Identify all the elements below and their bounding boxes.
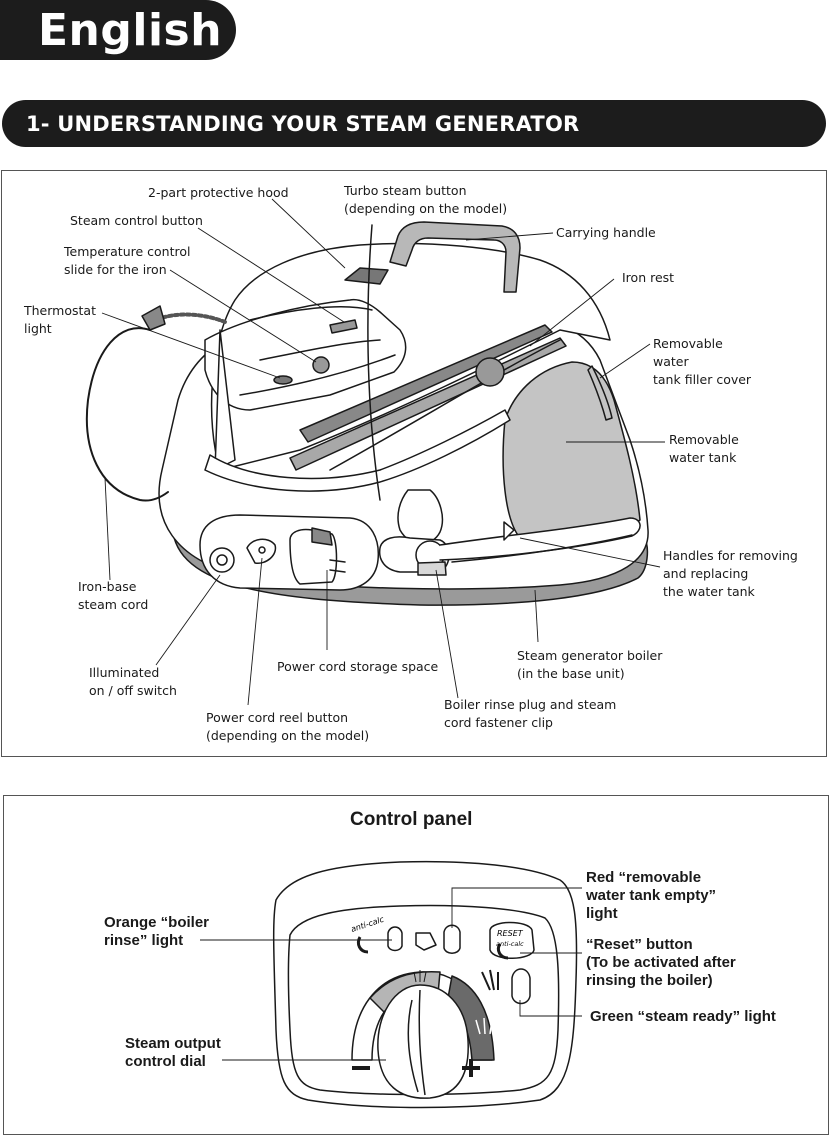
label-water-tank: Removable water tank — [669, 431, 739, 467]
steam-generator-diagram-frame — [1, 170, 827, 757]
label-carrying-handle: Carrying handle — [556, 225, 656, 240]
label-steam-control: Steam control button — [70, 213, 203, 228]
anti-calc-mark-right: anti-calc — [496, 940, 524, 948]
label-dial: Steam output control dial — [125, 1035, 221, 1071]
label-dial-line1: Steam output — [125, 1035, 221, 1052]
label-cord-reel-line1: Power cord reel button — [206, 710, 349, 725]
label-turbo-steam-line2: (depending on the model) — [344, 201, 508, 216]
label-reset-line3: rinsing the boiler) — [586, 972, 713, 989]
label-cord-storage: Power cord storage space — [277, 659, 439, 674]
label-on-off-line1: Illuminated — [89, 665, 160, 680]
label-filler-cover-line3: tank filler cover — [653, 372, 752, 387]
label-red-light: Red “removable water tank empty” light — [586, 869, 716, 923]
green-steam-ready-light — [511, 968, 531, 1005]
steam-output-dial-knob — [377, 984, 469, 1099]
label-steam-cord: Iron-base steam cord — [78, 578, 148, 614]
label-rinse-plug: Boiler rinse plug and steam cord fastene… — [444, 696, 616, 732]
iron-soleplate — [204, 409, 511, 492]
orange-rinse-light — [387, 926, 403, 952]
label-temperature-slide: Temperature control slide for the iron — [64, 243, 190, 279]
label-turbo-steam-line1: Turbo steam button — [344, 183, 467, 198]
diagram-leader-lines — [101, 198, 665, 706]
label-on-off-line2: on / off switch — [89, 683, 177, 698]
label-tank-handles: Handles for removing and replacing the w… — [663, 547, 798, 601]
label-reset-button: “Reset” button (To be activated after ri… — [586, 936, 736, 990]
label-tank-handles-line2: and replacing — [663, 566, 749, 581]
label-orange-light-line2: rinse” light — [104, 932, 184, 949]
tank-filler-cover — [587, 365, 613, 421]
label-filler-cover-line2: water — [653, 354, 689, 369]
label-reset-line2: (To be activated after — [586, 954, 736, 971]
reset-mark: RESET — [497, 929, 524, 938]
label-boiler: Steam generator boiler (in the base unit… — [517, 647, 662, 683]
label-thermostat-line1: Thermostat — [24, 303, 96, 318]
temperature-slide-knob — [312, 356, 330, 374]
label-thermostat-light: Thermostat light — [24, 302, 96, 338]
label-cord-reel: Power cord reel button (depending on the… — [206, 709, 369, 745]
label-turbo-steam: Turbo steam button (depending on the mod… — [344, 182, 507, 218]
label-iron-rest: Iron rest — [622, 270, 675, 285]
control-panel-frame — [3, 795, 829, 1135]
label-tank-handles-line1: Handles for removing — [663, 548, 798, 563]
steam-generator-illustration — [85, 221, 649, 606]
label-green-light: Green “steam ready” light — [590, 1008, 776, 1025]
red-tank-empty-light — [443, 924, 461, 954]
label-red-light-line2: water tank empty” — [586, 887, 717, 904]
control-panel-leader-lines — [200, 887, 582, 1061]
carrying-handle — [389, 221, 521, 293]
section-header: 1- UNDERSTANDING YOUR STEAM GENERATOR — [2, 100, 826, 147]
iron-rest-rail — [299, 324, 553, 443]
section-title: 1- UNDERSTANDING YOUR STEAM GENERATOR — [26, 111, 580, 136]
label-temperature-slide-line1: Temperature control — [64, 244, 191, 259]
label-steam-cord-line1: Iron-base — [78, 579, 137, 594]
control-panel-illustration — [272, 860, 578, 1109]
steam-cord — [85, 327, 169, 502]
label-protective-hood: 2-part protective hood — [148, 185, 289, 200]
label-cord-reel-line2: (depending on the model) — [206, 728, 370, 743]
label-filler-cover: Removable water tank filler cover — [653, 335, 751, 389]
language-banner: English — [0, 0, 236, 60]
label-tank-handles-line3: the water tank — [663, 584, 755, 599]
label-steam-cord-line2: steam cord — [78, 597, 149, 612]
label-orange-light-line1: Orange “boiler — [104, 914, 210, 931]
on-off-switch-knob — [209, 547, 235, 573]
label-boiler-line1: Steam generator boiler — [517, 648, 663, 663]
label-red-light-line1: Red “removable — [586, 869, 702, 886]
control-panel-title: Control panel — [350, 809, 473, 830]
language-title: English — [38, 4, 223, 56]
label-on-off-switch: Illuminated on / off switch — [89, 664, 177, 700]
label-rinse-plug-line2: cord fastener clip — [444, 715, 553, 730]
label-rinse-plug-line1: Boiler rinse plug and steam — [444, 697, 617, 712]
label-thermostat-line2: light — [24, 321, 52, 336]
label-reset-line1: “Reset” button — [586, 936, 693, 953]
label-orange-light: Orange “boiler rinse” light — [104, 914, 209, 950]
label-temperature-slide-line2: slide for the iron — [64, 262, 167, 277]
label-dial-line2: control dial — [125, 1053, 206, 1070]
tank-symbol — [415, 932, 437, 951]
label-boiler-line2: (in the base unit) — [517, 666, 625, 681]
reset-button-shape — [489, 921, 535, 959]
label-filler-cover-line1: Removable — [653, 336, 723, 351]
water-tank-shape — [502, 361, 641, 540]
label-water-tank-line2: water tank — [669, 450, 737, 465]
label-water-tank-line1: Removable — [669, 432, 739, 447]
label-red-light-line3: light — [586, 905, 618, 922]
